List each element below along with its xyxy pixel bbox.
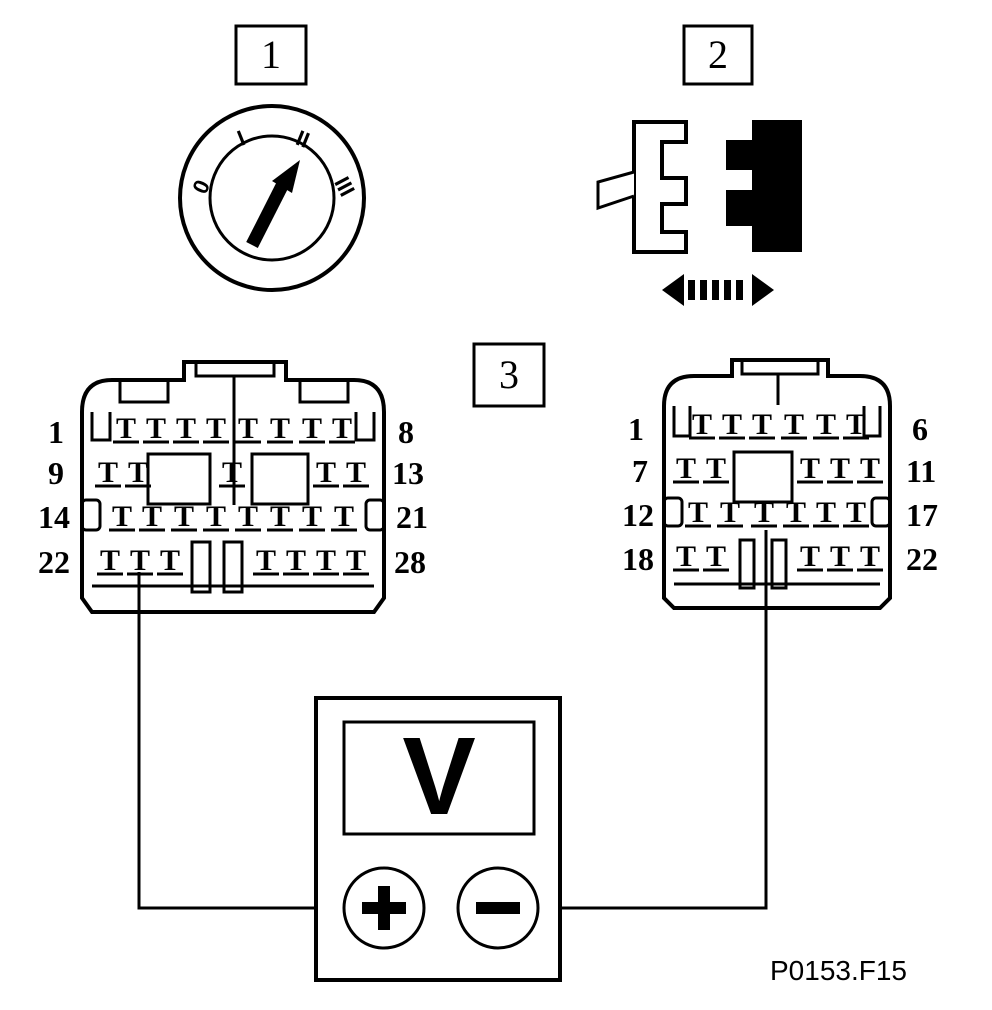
connector-pin: T — [332, 412, 352, 445]
connector-pin: T — [706, 452, 726, 485]
connector-pin: T — [676, 452, 696, 485]
connector-pin: T — [676, 540, 696, 573]
connector-pin: T — [860, 540, 880, 573]
connector-pin: T — [830, 452, 850, 485]
voltmeter-unit-label: V — [402, 715, 475, 838]
connector-pin: T — [270, 412, 290, 445]
connector-pin: T — [146, 412, 166, 445]
connector-pin: T — [302, 412, 322, 445]
pin-number: 13 — [392, 455, 424, 491]
connector-pin: T — [238, 412, 258, 445]
connector-pin: T — [174, 500, 194, 533]
connector-pin: T — [100, 544, 120, 577]
connector-pin: T — [316, 544, 336, 577]
connector-pin: T — [334, 500, 354, 533]
voltmeter-display — [342, 720, 536, 836]
pin-number: 6 — [912, 411, 928, 447]
connector-pin: T — [816, 496, 836, 529]
connector-pin: T — [316, 456, 336, 489]
connector-pin: T — [784, 408, 804, 441]
connector-pin: T — [346, 456, 366, 489]
connector-pin: T — [302, 500, 322, 533]
connector-pin: T — [160, 544, 180, 577]
pin-number: 17 — [906, 497, 938, 533]
voltmeter: V — [314, 696, 562, 982]
svg-text:3: 3 — [499, 352, 519, 397]
positive-terminal-icon — [342, 866, 426, 950]
connector-pin: T — [800, 540, 820, 573]
connector-pin: T — [816, 408, 836, 441]
pin-number: 1 — [628, 411, 644, 447]
pin-number: 1 — [48, 414, 64, 450]
connector-pin: T — [722, 408, 742, 441]
connector-pin: T — [270, 500, 290, 533]
ignition-switch: 0 I II III — [178, 104, 366, 292]
pin-number: 9 — [48, 455, 64, 491]
connector-disconnect-icon — [596, 120, 802, 306]
connector-pin: T — [222, 456, 242, 489]
connector-pin: T — [720, 496, 740, 529]
connector-pin: T — [206, 412, 226, 445]
connector-pin: T — [176, 412, 196, 445]
connector-pin: T — [346, 544, 366, 577]
connector-pin: T — [206, 500, 226, 533]
pin-number: 18 — [622, 541, 654, 577]
connector-pin: T — [692, 408, 712, 441]
pin-number: 22 — [38, 544, 70, 580]
connector-pin: T — [706, 540, 726, 573]
pin-number: 8 — [398, 414, 414, 450]
connector-pin: T — [256, 544, 276, 577]
connector-pin: T — [846, 408, 866, 441]
pin-number: 14 — [38, 499, 70, 535]
double-arrow-icon — [662, 274, 774, 306]
svg-text:2: 2 — [708, 32, 728, 77]
pin-number: 7 — [632, 453, 648, 489]
probe-wire-positive — [137, 572, 342, 910]
connector-pin: T — [286, 544, 306, 577]
connector-pin: T — [98, 456, 118, 489]
connector-pin: T — [688, 496, 708, 529]
connector-pin: T — [752, 408, 772, 441]
connector-pin: T — [800, 452, 820, 485]
pin-number: 21 — [396, 499, 428, 535]
ignition-key-arrow-icon — [246, 160, 300, 248]
connector-pin: T — [860, 452, 880, 485]
connector-pin: T — [130, 544, 150, 577]
pin-number: 22 — [906, 541, 938, 577]
connector-pin: T — [786, 496, 806, 529]
connector-pin: T — [116, 412, 136, 445]
svg-text:1: 1 — [261, 32, 281, 77]
pin-number: 28 — [394, 544, 426, 580]
pin-number: 12 — [622, 497, 654, 533]
step-3-label: 3 — [472, 342, 546, 408]
probe-wire-negative — [540, 530, 768, 910]
figure-reference: P0153.F15 — [770, 955, 907, 986]
connector-pin: T — [128, 456, 148, 489]
connector-pin: T — [754, 496, 774, 529]
connector-pin: T — [846, 496, 866, 529]
step-1-label: 1 — [234, 24, 308, 86]
connector-pin: T — [112, 500, 132, 533]
step-2-label: 2 — [682, 24, 754, 86]
connector-pin: T — [238, 500, 258, 533]
negative-terminal-icon — [456, 866, 540, 950]
pin-number: 11 — [906, 453, 936, 489]
connector-pin: T — [142, 500, 162, 533]
connector-pin: T — [830, 540, 850, 573]
